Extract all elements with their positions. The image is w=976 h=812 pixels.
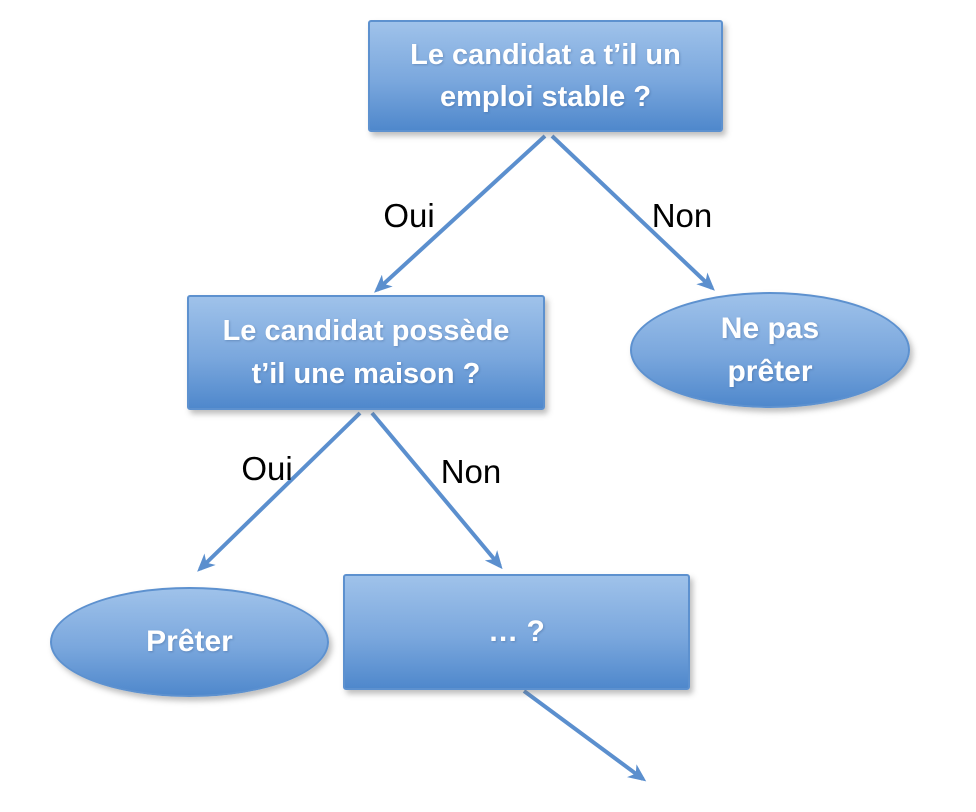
- node-question-suite: … ?: [343, 574, 690, 690]
- node-question-possede-maison: Le candidat possède t’il une maison ?: [187, 295, 545, 410]
- edge-label-non-emploi: Non: [651, 197, 713, 234]
- node-label: Le candidat a t’il un emploi stable ?: [410, 38, 681, 113]
- node-question-emploi-stable: Le candidat a t’il un emploi stable ?: [368, 20, 723, 132]
- node-label: … ?: [488, 615, 545, 649]
- edge-suite: [522, 689, 647, 782]
- edge-oui-maison: [197, 411, 362, 572]
- edge-label-oui-maison: Oui: [241, 450, 293, 487]
- edge-label-non-maison: Non: [440, 453, 502, 490]
- node-label: Le candidat possède t’il une maison ?: [222, 315, 510, 390]
- node-decision-preter: Prêter: [50, 587, 329, 697]
- node-label: Ne pas prêter: [720, 311, 820, 389]
- node-label: Prêter: [146, 625, 233, 659]
- edge-label-oui-emploi: Oui: [383, 197, 435, 234]
- node-decision-ne-pas-preter: Ne pas prêter: [630, 292, 910, 408]
